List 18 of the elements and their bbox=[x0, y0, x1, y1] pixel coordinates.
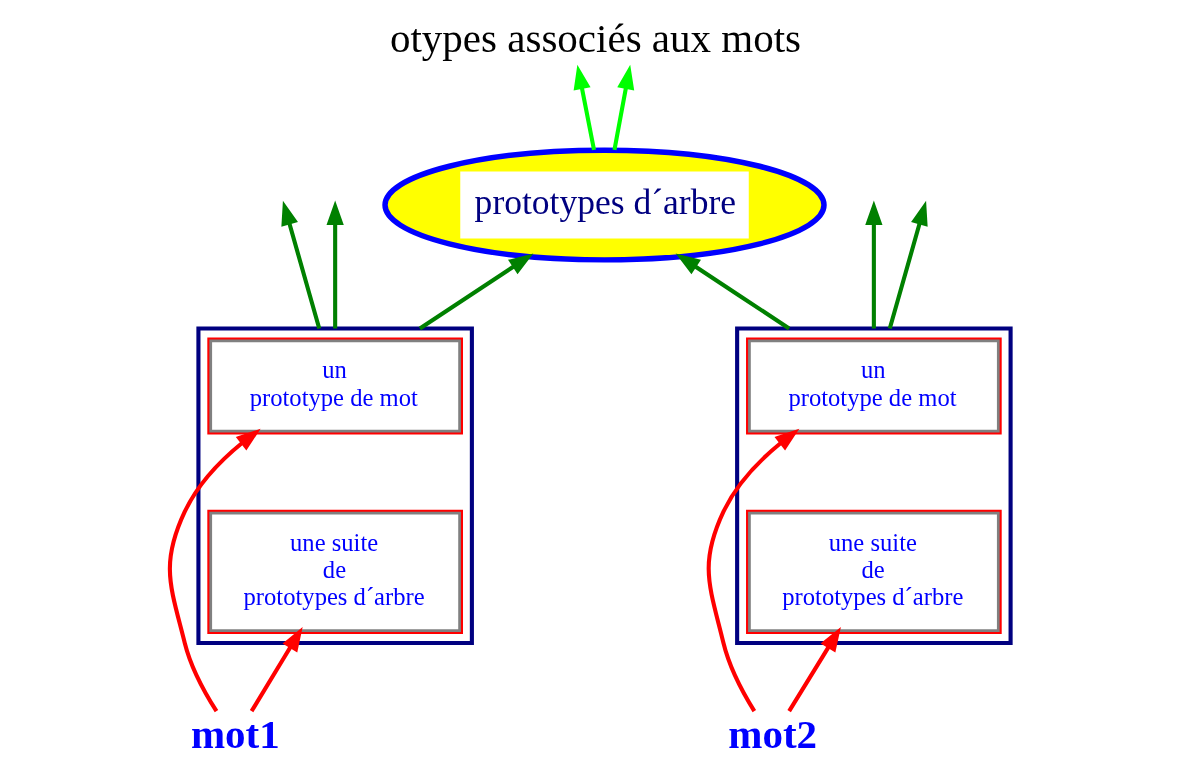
arrow bbox=[786, 626, 841, 713]
arrow bbox=[675, 253, 790, 331]
cluster bbox=[734, 326, 1013, 646]
node-text: mot2 bbox=[727, 711, 817, 758]
arrow bbox=[864, 200, 882, 329]
arrow bbox=[167, 428, 261, 713]
arrow bbox=[280, 200, 321, 330]
arrow bbox=[887, 200, 928, 330]
arrow bbox=[326, 200, 344, 329]
cluster bbox=[195, 326, 474, 646]
arrow bbox=[611, 64, 634, 151]
arrow bbox=[418, 253, 533, 331]
arrow bbox=[249, 626, 303, 713]
arrow bbox=[573, 64, 596, 151]
node-text: mot1 bbox=[190, 711, 280, 758]
diagram-title: otypes associés aux mots bbox=[389, 14, 801, 61]
node-ellipse: prototypes d´arbre bbox=[381, 147, 827, 263]
arrow bbox=[706, 428, 799, 713]
